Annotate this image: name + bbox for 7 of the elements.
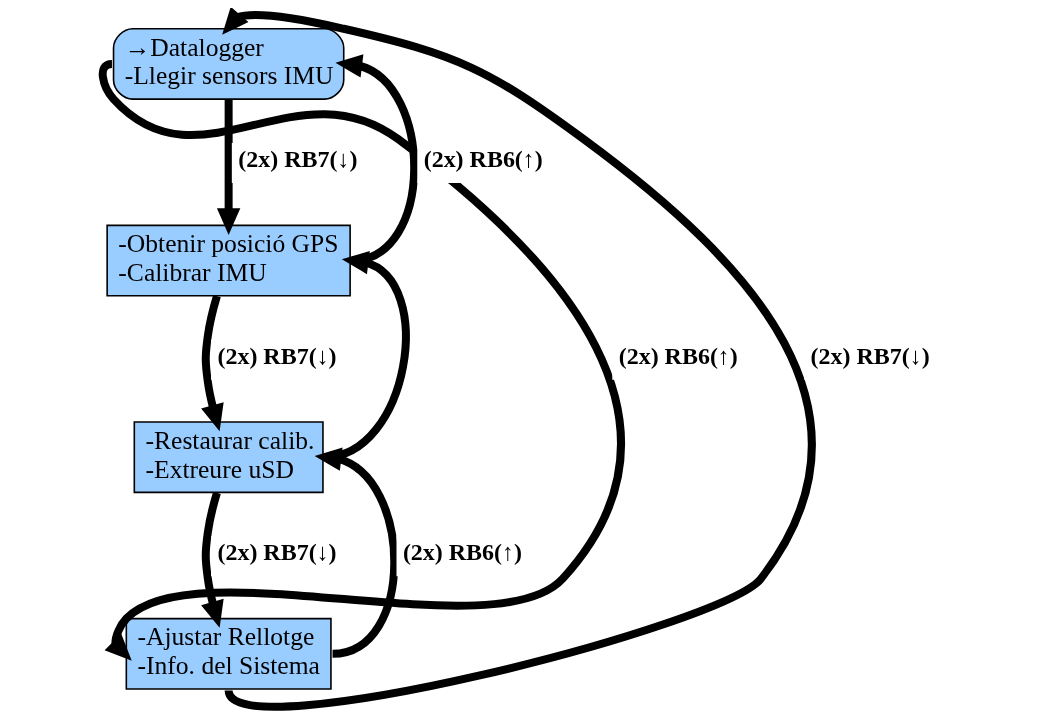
edge-label: (2x) RB7(↓) — [216, 342, 337, 369]
edge-label: (2x) RB7(↓) — [216, 539, 337, 566]
edge-label: (2x) RB7(↓) — [237, 146, 357, 173]
edge-label: (2x) RB7(↓) — [810, 342, 930, 369]
edge-label: (2x) RB6(↑) — [402, 539, 522, 566]
edge-label: (2x) RB6(↑) — [423, 146, 543, 173]
edge-label: (2x) RB6(↑) — [618, 342, 738, 369]
